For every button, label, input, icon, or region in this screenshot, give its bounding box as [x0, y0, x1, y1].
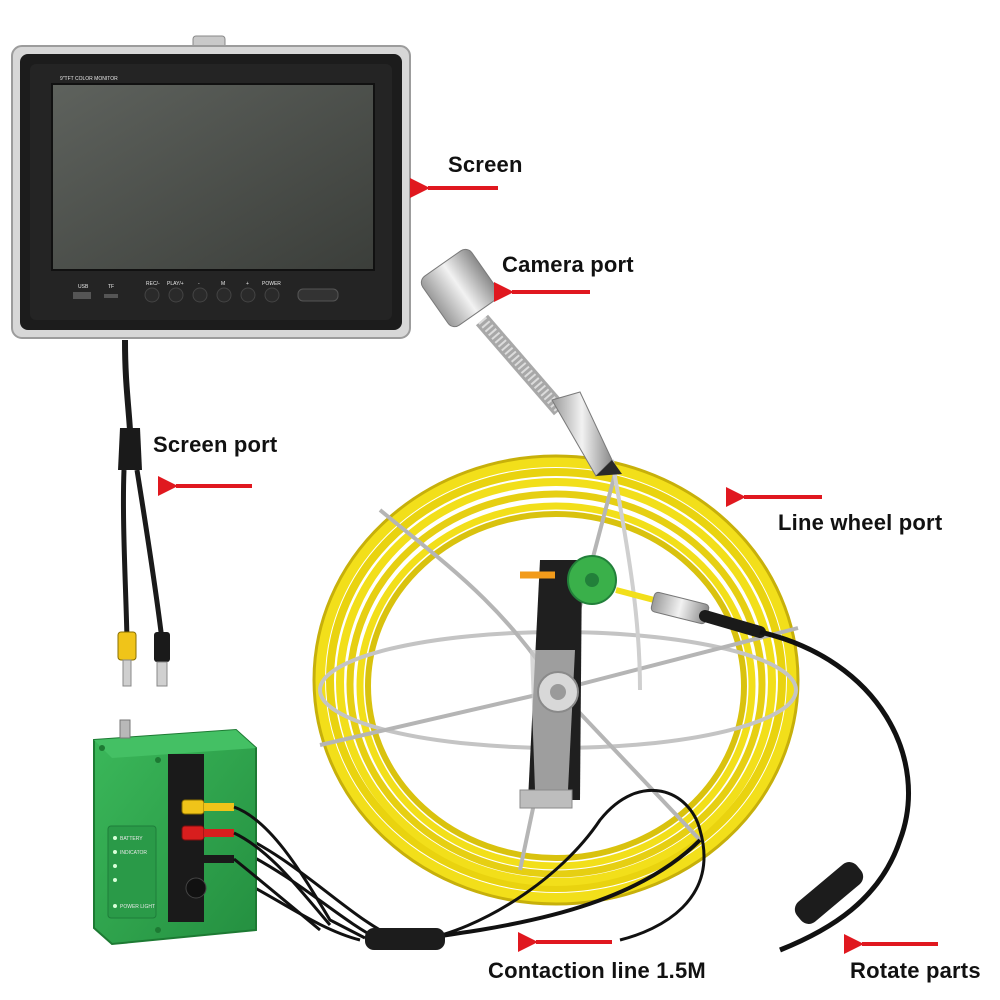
control-box: BATTERY INDICATOR POWER LIGHT: [93, 719, 257, 946]
port-tf-label: TF: [108, 284, 114, 290]
cable-splitter: [118, 428, 142, 470]
tf-slot-icon: [104, 294, 118, 298]
ir-window: [297, 288, 339, 302]
rotate-part-switch: [794, 862, 864, 924]
play-button-icon: [168, 287, 184, 303]
button-label-plus: +: [246, 281, 249, 287]
minus-button-icon: [192, 287, 208, 303]
indicator-power-light: POWER LIGHT: [120, 904, 155, 910]
label-contact-line: Contaction line 1.5M: [488, 958, 706, 983]
power-switch-icon: [185, 877, 207, 899]
usb-port-icon: [73, 292, 91, 299]
monitor: 9"TFT COLOR MONITOR USB TF REC/- PLAY/+ …: [11, 35, 411, 339]
dc-plug-icon: [154, 632, 170, 662]
button-label-play: PLAY/+: [167, 281, 184, 287]
cable-reel: [312, 454, 800, 906]
camera-head: [420, 248, 622, 477]
label-screen-port: Screen port: [153, 432, 278, 457]
plus-button-icon: [240, 287, 256, 303]
button-label-power: POWER: [262, 281, 281, 287]
port-usb-label: USB: [78, 284, 89, 290]
menu-button-icon: [216, 287, 232, 303]
monitor-screen: [51, 83, 375, 271]
label-camera-port: Camera port: [502, 252, 634, 277]
label-screen: Screen: [448, 152, 523, 177]
button-label-menu: M: [221, 281, 225, 287]
monitor-buttons: REC/- PLAY/+ - M + POWER: [144, 281, 281, 303]
rca-red-plug-icon: [181, 825, 205, 841]
label-line-wheel-port: Line wheel port: [778, 510, 943, 535]
label-rotate-parts: Rotate parts: [850, 958, 981, 983]
button-label-minus: -: [198, 281, 200, 287]
screen-port-cable: [117, 339, 170, 687]
rca-yellow-plug-icon: [181, 799, 205, 815]
box-cables: [233, 805, 366, 940]
indicator-battery: BATTERY: [120, 836, 143, 842]
rca-plug-yellow-icon: [117, 631, 137, 661]
cable-joint: [365, 928, 445, 950]
antenna-connector: [119, 719, 131, 739]
rec-button-icon: [144, 287, 160, 303]
yellow-cable-coil: [312, 454, 800, 906]
callout-arrows: [158, 178, 938, 954]
dc-black-plug-icon: [182, 852, 204, 866]
indicator-indicator: INDICATOR: [120, 850, 147, 856]
button-label-rec: REC/-: [146, 281, 160, 287]
camera-port-tip: [420, 248, 500, 328]
power-button-icon: [264, 287, 280, 303]
monitor-brand: 9"TFT COLOR MONITOR: [60, 76, 118, 82]
